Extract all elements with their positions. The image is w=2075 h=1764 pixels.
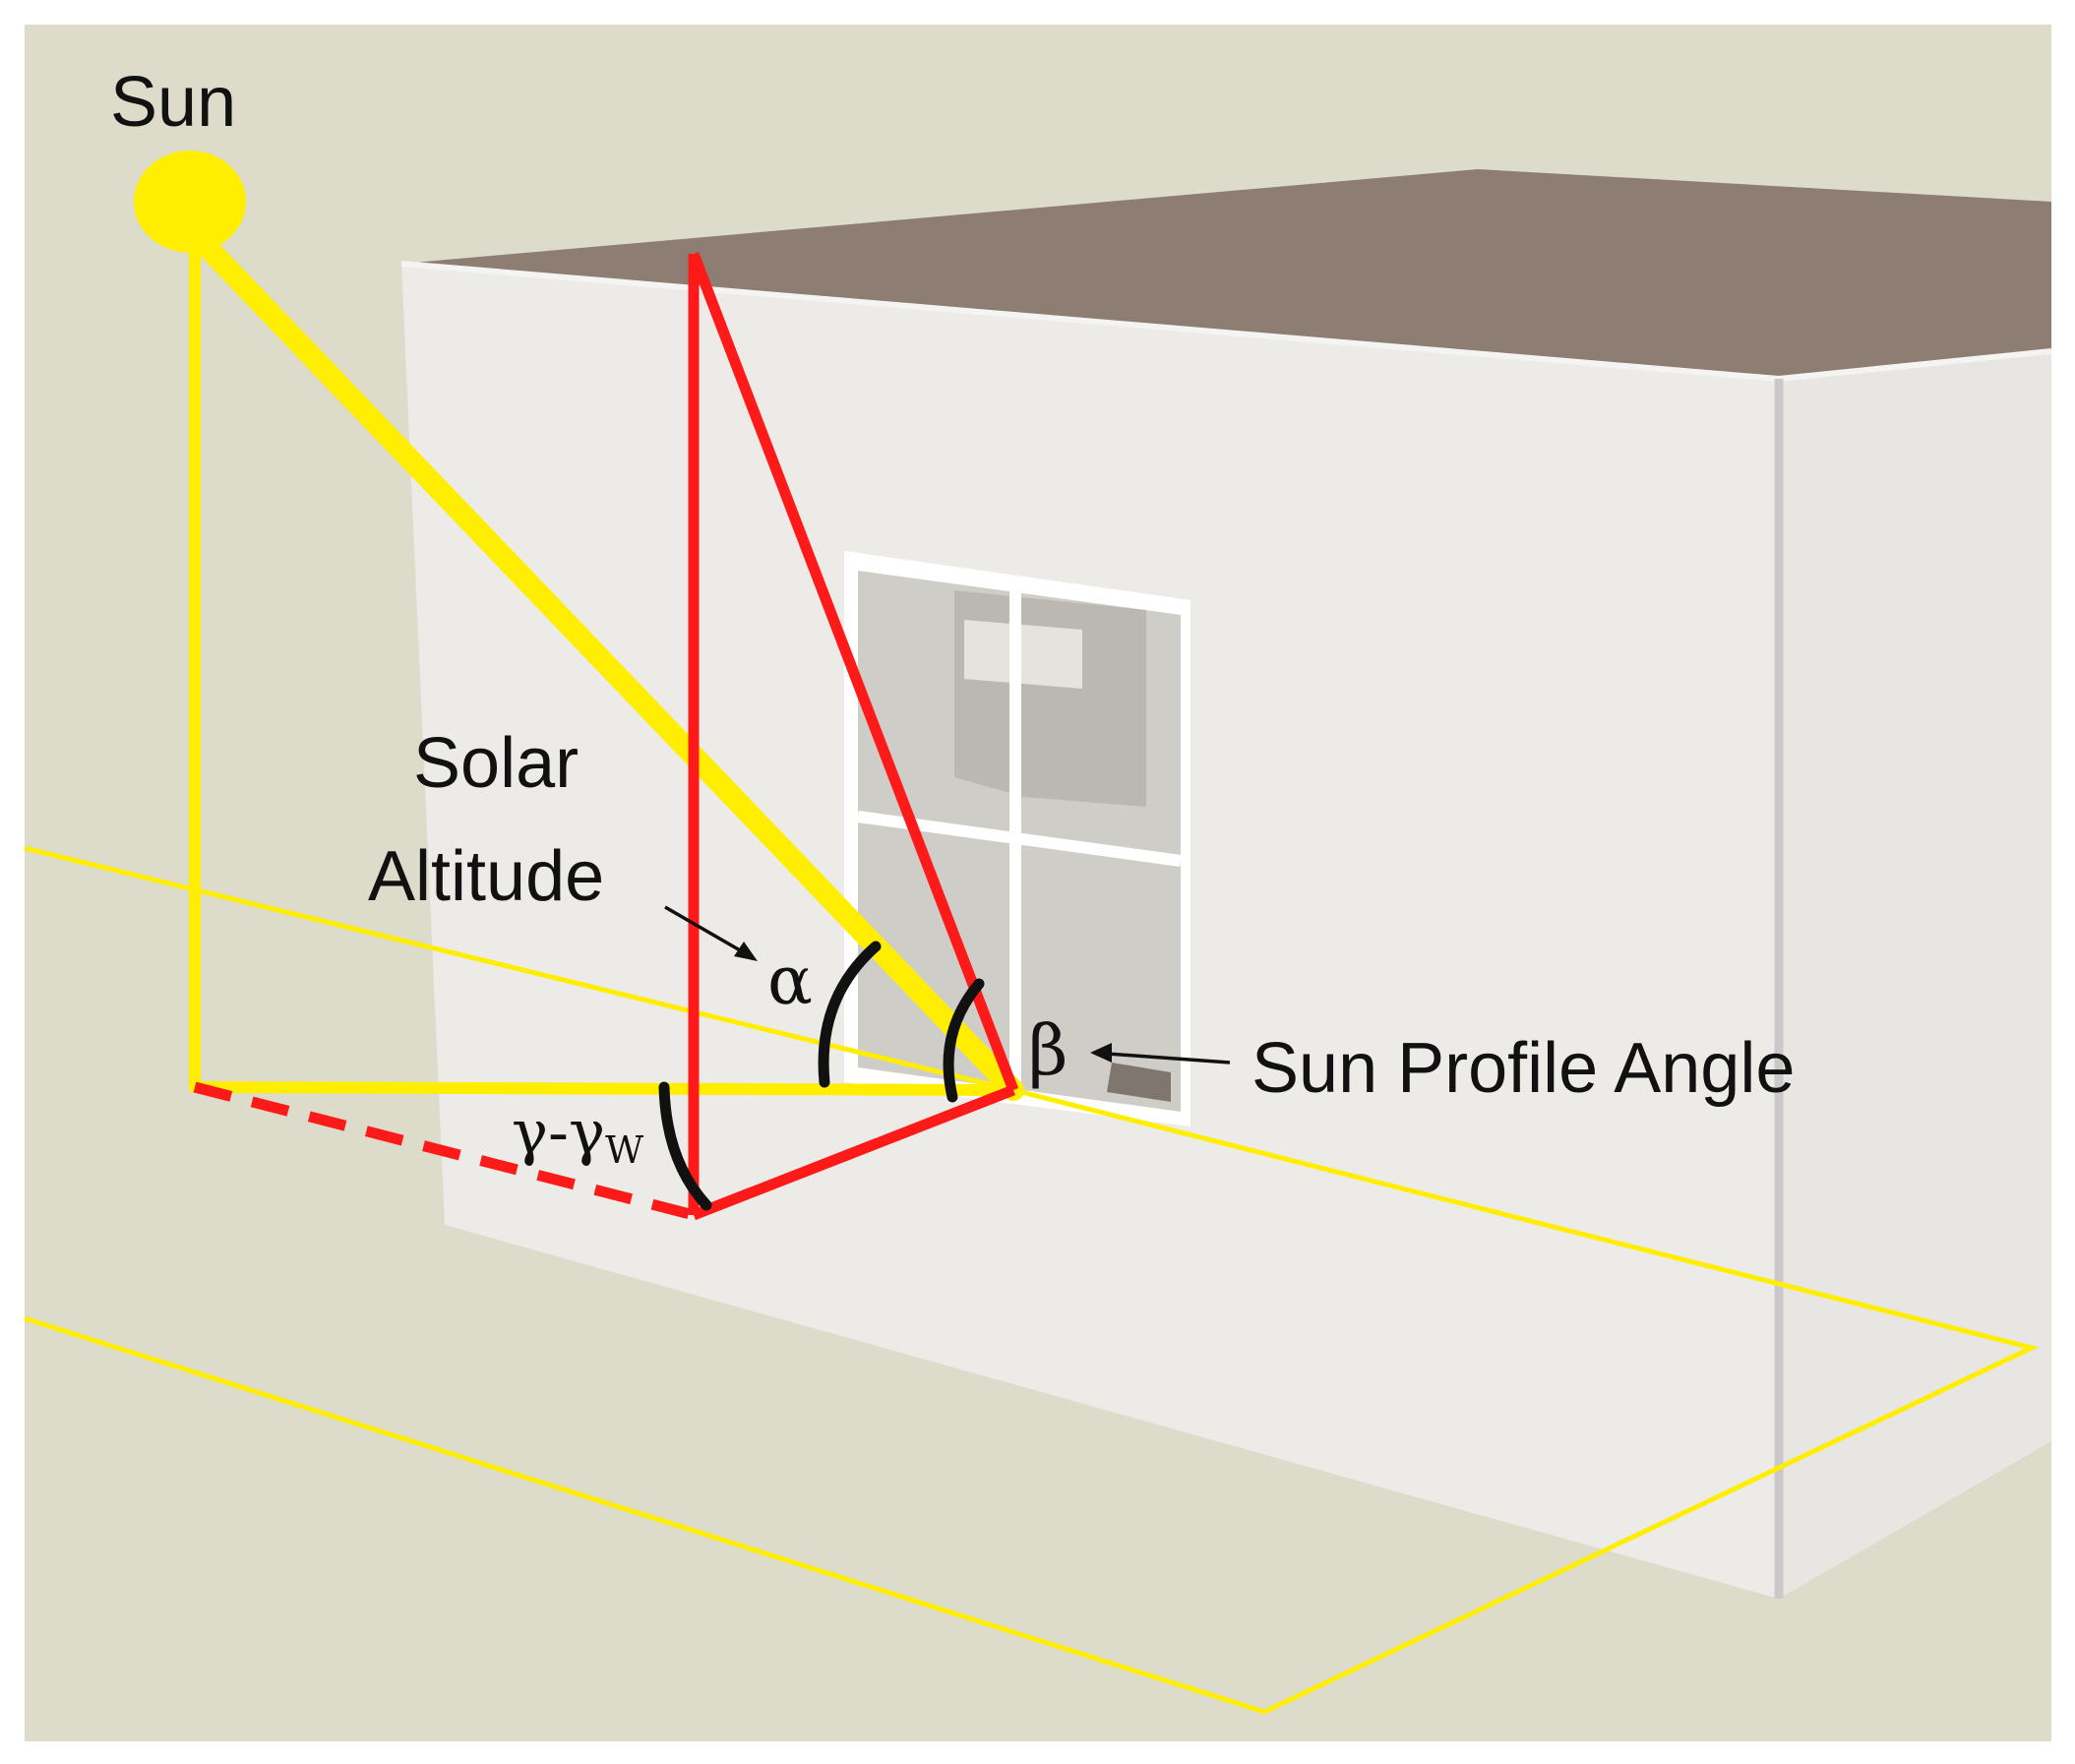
beta-label: β [1028,1010,1068,1091]
angle-arcs [658,941,985,1211]
red-base [691,1084,1016,1221]
building-side-wall [1779,351,2051,1599]
ground-outline [24,1087,2040,1715]
solar-altitude-label-line1: Solar [413,724,579,803]
sun-profile-angle-label: Sun Profile Angle [1251,1029,1795,1108]
sun-label: Sun [110,63,236,142]
profile-angle-arrow [1093,1051,1231,1064]
building-roof [401,169,2051,379]
gamma-arc [658,1081,712,1211]
alpha-arc [818,941,882,1088]
red-diagonal [688,252,1019,1092]
red-dashed-line [193,1081,696,1221]
alpha-label: α [767,943,813,1020]
solar-altitude-label-line2: Altitude [368,837,604,916]
sun-circle [134,151,246,253]
gamma-label: γ-γW [512,1096,643,1172]
red-lines [193,252,1019,1221]
window [844,551,1190,1126]
pointer-arrows [664,905,1231,1064]
beta-arc [943,978,985,1103]
sun-ground-projection [189,1081,1019,1096]
